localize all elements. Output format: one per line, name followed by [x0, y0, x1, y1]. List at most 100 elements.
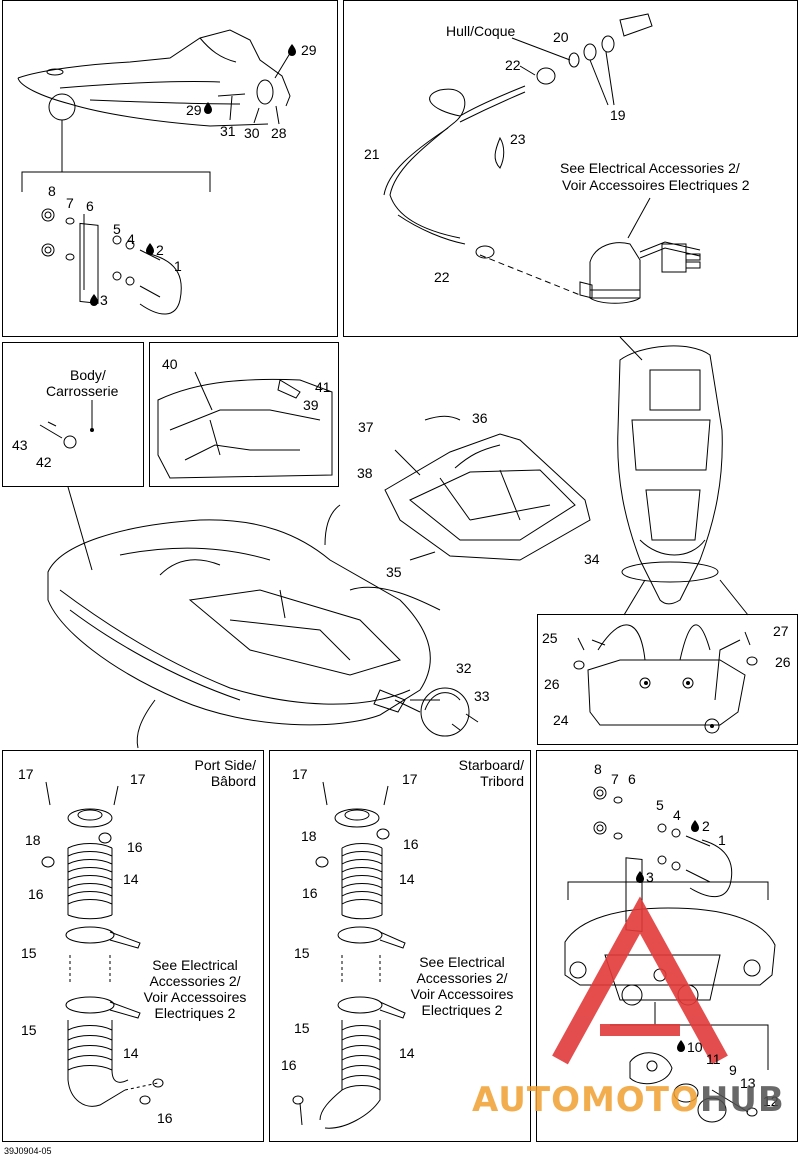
- part-number-38: 38: [357, 465, 373, 481]
- see-electrical-starboard-line3: Voir Accessoires: [410, 986, 514, 1002]
- see-electrical-starboard-line1: See Electrical: [419, 954, 505, 970]
- boat-perspective-view: [47, 486, 441, 749]
- body-fastener: [39, 400, 94, 449]
- part-number-6: 6: [86, 198, 94, 214]
- see-electrical-starboard-line4: Electriques 2: [421, 1002, 503, 1018]
- watermark-text: AUTOMOTOHUB: [472, 1080, 785, 1120]
- part-number-21: 21: [364, 146, 380, 162]
- part-number-16: 16: [28, 886, 44, 902]
- part-number-29: 29: [186, 102, 202, 118]
- part-number-1: 1: [718, 832, 726, 848]
- part-number-4: 4: [673, 807, 681, 823]
- part-number-10: 10: [687, 1039, 703, 1055]
- see-electrical-top-line1: See Electrical Accessories 2/: [560, 160, 740, 176]
- starboard-label-line2: Tribord: [480, 773, 524, 789]
- part-number-22: 22: [505, 57, 521, 73]
- part-number-11: 11: [706, 1051, 721, 1067]
- part-number-34: 34: [584, 551, 600, 567]
- part-number-3: 3: [646, 869, 654, 885]
- part-number-39: 39: [303, 397, 319, 413]
- part-number-6: 6: [628, 771, 636, 787]
- part-number-40: 40: [162, 356, 178, 372]
- port-side-label-line1: Port Side/: [194, 757, 256, 773]
- watermark-part1: AUTOMOTO: [472, 1080, 700, 1120]
- panel-deck-detail: [149, 342, 339, 487]
- part-number-17: 17: [402, 771, 418, 787]
- port-side-label-line2: Bâbord: [210, 773, 256, 789]
- part-number-30: 30: [244, 125, 260, 141]
- part-number-33: 33: [474, 688, 490, 704]
- see-electrical-port-line1: See Electrical: [152, 957, 238, 973]
- part-number-1: 1: [174, 258, 182, 274]
- deck-mat: [324, 415, 591, 561]
- part-number-28: 28: [271, 125, 287, 141]
- part-number-41: 41: [315, 379, 331, 395]
- see-electrical-starboard-line2: Accessories 2/: [416, 970, 508, 986]
- part-number-29: 29: [301, 42, 317, 58]
- part-number-14: 14: [123, 1045, 139, 1061]
- part-number-16: 16: [302, 885, 318, 901]
- part-number-23: 23: [510, 131, 526, 147]
- starboard-label-line1: Starboard/: [458, 757, 524, 773]
- see-electrical-port-line3: Voir Accessoires: [143, 989, 247, 1005]
- part-number-16: 16: [403, 836, 419, 852]
- grease-drop-icon: [204, 102, 212, 114]
- grease-drop-icon: [677, 1040, 685, 1052]
- part-number-15: 15: [21, 945, 37, 961]
- part-number-42: 42: [36, 454, 52, 470]
- part-number-7: 7: [611, 771, 619, 787]
- part-number-2: 2: [702, 818, 710, 834]
- grease-drop-icon: [691, 820, 699, 832]
- part-number-14: 14: [123, 871, 139, 887]
- part-number-43: 43: [12, 437, 28, 453]
- part-number-25: 25: [542, 630, 558, 646]
- figure-code: 39J0904-05: [4, 1146, 52, 1156]
- part-number-36: 36: [472, 410, 488, 426]
- see-electrical-port-line4: Electriques 2: [154, 1005, 236, 1021]
- part-number-27: 27: [773, 623, 789, 639]
- see-electrical-port-line2: Accessories 2/: [149, 973, 241, 989]
- starboard-vent-assembly: [292, 781, 406, 1129]
- part-number-18: 18: [25, 832, 41, 848]
- part-number-16: 16: [127, 839, 143, 855]
- grease-drop-icon: [288, 44, 296, 56]
- part-number-19: 19: [610, 107, 626, 123]
- body-label-line1: Body/: [70, 367, 106, 383]
- watermark-part2: HUB: [699, 1080, 785, 1120]
- part-number-14: 14: [399, 1045, 415, 1061]
- bolt-kit-top: [41, 208, 182, 315]
- part-number-26: 26: [544, 676, 560, 692]
- part-number-16: 16: [157, 1110, 173, 1126]
- part-number-12: 12: [763, 1093, 779, 1109]
- panel-body-detail: [2, 342, 144, 487]
- panel-top-right: [343, 0, 798, 337]
- deck-floor-detail: [157, 371, 333, 479]
- part-number-35: 35: [386, 564, 402, 580]
- part-number-3: 3: [100, 292, 108, 308]
- part-number-17: 17: [18, 766, 34, 782]
- part-number-15: 15: [294, 945, 310, 961]
- part-number-8: 8: [594, 761, 602, 777]
- boat-top-view: [617, 336, 749, 616]
- panel-starboard: [269, 750, 531, 1142]
- part-number-9: 9: [729, 1062, 737, 1078]
- part-number-37: 37: [358, 419, 374, 435]
- boat-side-view: [17, 29, 293, 192]
- part-number-14: 14: [399, 871, 415, 887]
- part-number-32: 32: [456, 660, 472, 676]
- part-number-7: 7: [66, 195, 74, 211]
- part-number-15: 15: [21, 1022, 37, 1038]
- bilge-hose-assembly: [383, 13, 701, 304]
- grease-drop-icon: [146, 243, 154, 255]
- part-number-4: 4: [127, 231, 135, 247]
- grease-drop-icon: [90, 294, 98, 306]
- transom-cover: [573, 624, 758, 734]
- automotohub-logo-icon: [552, 896, 728, 1065]
- part-number-22: 22: [434, 269, 450, 285]
- part-number-26: 26: [775, 654, 791, 670]
- part-number-2: 2: [156, 242, 164, 258]
- part-number-16: 16: [281, 1057, 297, 1073]
- panel-top-view-detail: [537, 614, 798, 745]
- part-number-13: 13: [740, 1075, 756, 1091]
- vent-cover-detail: [394, 687, 479, 737]
